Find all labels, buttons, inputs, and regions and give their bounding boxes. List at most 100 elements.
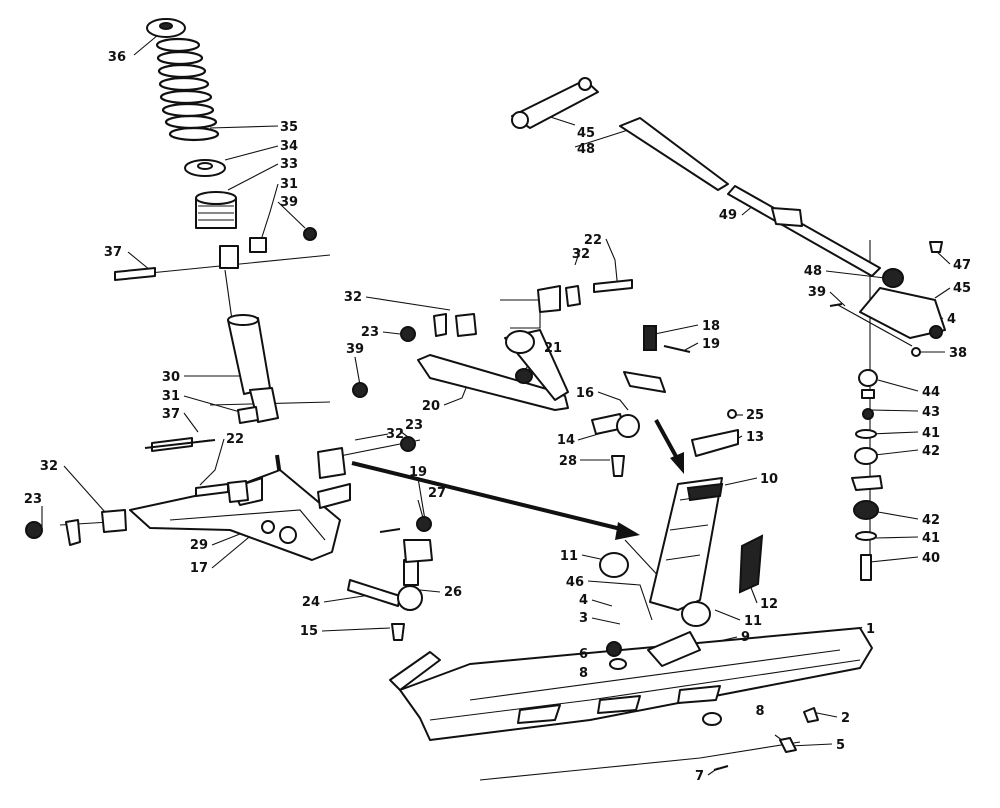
callout-38: 38 xyxy=(949,346,967,361)
upper-a-arm-20 xyxy=(417,354,569,411)
callout-33: 33 xyxy=(280,157,298,172)
callout-28: 28 xyxy=(559,454,577,469)
callout-24: 24 xyxy=(302,595,320,610)
callout-labels: 36 35 34 33 31 39 37 30 31 37 22 32 23 2… xyxy=(24,50,971,784)
callout-32: 32 xyxy=(386,427,404,442)
callout-30: 30 xyxy=(162,370,180,385)
bolt-22-upper xyxy=(593,279,633,293)
callout-23: 23 xyxy=(361,325,379,340)
bolt-39 xyxy=(829,303,843,307)
callout-19: 19 xyxy=(409,465,427,480)
stud-15 xyxy=(391,623,405,641)
bushing-11-lower xyxy=(681,601,711,627)
callout-19: 19 xyxy=(702,337,720,352)
bushing-32-upper-left xyxy=(455,313,477,337)
nut-21 xyxy=(515,368,533,384)
callout-8: 8 xyxy=(755,704,764,719)
callout-47: 47 xyxy=(953,258,971,273)
callout-14: 14 xyxy=(557,433,575,448)
bolt-37-upper xyxy=(114,267,156,281)
callout-15: 15 xyxy=(300,624,318,639)
callout-41: 41 xyxy=(922,531,940,546)
bushing-32-mid xyxy=(317,447,346,479)
washer-left xyxy=(65,519,81,546)
nut-39-upper xyxy=(303,227,317,241)
callout-18: 18 xyxy=(702,319,720,334)
upper-a-arm-assembly xyxy=(400,279,633,411)
callout-4: 4 xyxy=(579,593,588,608)
nut-6 xyxy=(606,641,622,657)
steering-spindle-assembly xyxy=(591,325,764,627)
stud-28 xyxy=(611,455,625,477)
callout-31: 31 xyxy=(162,389,180,404)
ski-1 xyxy=(399,627,873,741)
coil-spring-35 xyxy=(155,37,220,142)
callout-11: 11 xyxy=(560,549,578,564)
callout-32: 32 xyxy=(344,290,362,305)
ball-joint-16 xyxy=(616,414,640,438)
saddle-9 xyxy=(647,631,701,667)
callout-41: 41 xyxy=(922,426,940,441)
callout-20: 20 xyxy=(422,399,440,414)
callout-37: 37 xyxy=(104,245,122,260)
spring-18 xyxy=(643,325,657,351)
bushing-8b xyxy=(702,712,722,726)
callout-42: 42 xyxy=(922,513,940,528)
bracket-top xyxy=(623,371,666,393)
bolt-7 xyxy=(713,765,729,771)
block-27-base xyxy=(403,539,433,563)
callout-26: 26 xyxy=(444,585,462,600)
tie-rod-assembly xyxy=(511,77,946,357)
nut-23-upper xyxy=(400,326,416,342)
callout-9: 9 xyxy=(741,630,750,645)
bolt-5-head xyxy=(779,737,797,753)
shock-body-30 xyxy=(227,314,279,423)
nut-23-lower-right xyxy=(400,436,416,452)
bushing-32-lower-right xyxy=(317,483,351,509)
callout-46: 46 xyxy=(566,575,584,590)
nut-39-lower xyxy=(352,382,368,398)
lower-a-arm-assembly xyxy=(25,436,416,561)
shock-absorber-assembly xyxy=(114,18,368,452)
ski-assembly xyxy=(389,627,873,781)
callout-23: 23 xyxy=(405,418,423,433)
callout-43: 43 xyxy=(922,405,940,420)
nut-43 xyxy=(862,408,874,420)
callout-49: 49 xyxy=(719,208,737,223)
bushing-11-upper xyxy=(599,552,629,578)
callout-3: 3 xyxy=(579,611,588,626)
lower-ball-joint xyxy=(347,516,433,641)
bolt-38 xyxy=(911,347,921,357)
bushing-31-lower xyxy=(237,406,259,424)
callout-32: 32 xyxy=(572,247,590,262)
spindle-10 xyxy=(649,477,724,611)
steering-arm-45-right xyxy=(859,287,946,339)
ball-joint-26 xyxy=(397,585,423,611)
callout-48: 48 xyxy=(804,264,822,279)
callout-45: 45 xyxy=(577,126,595,141)
nut-27 xyxy=(416,516,432,532)
ball-44 xyxy=(858,369,878,387)
shock-upper-eye xyxy=(219,245,239,269)
bushing-32-upper-right xyxy=(537,285,561,313)
bolt-22 xyxy=(195,483,229,497)
tie-rod-end-24 xyxy=(347,579,401,607)
bushing-31-upper xyxy=(249,237,267,253)
nut-4-right xyxy=(929,325,943,339)
tie-rod-48 xyxy=(619,117,729,191)
callout-39: 39 xyxy=(346,342,364,357)
callout-31: 31 xyxy=(280,177,298,192)
callout-29: 29 xyxy=(190,538,208,553)
callout-4: 4 xyxy=(947,312,956,327)
bump-stop-33 xyxy=(195,191,237,229)
callout-23: 23 xyxy=(24,492,42,507)
callout-22: 22 xyxy=(226,432,244,447)
callout-21: 21 xyxy=(544,341,562,356)
callout-11: 11 xyxy=(744,614,762,629)
callout-10: 10 xyxy=(760,472,778,487)
steering-post-stack xyxy=(851,369,883,581)
callout-2: 2 xyxy=(841,711,850,726)
callout-27: 27 xyxy=(428,486,446,501)
